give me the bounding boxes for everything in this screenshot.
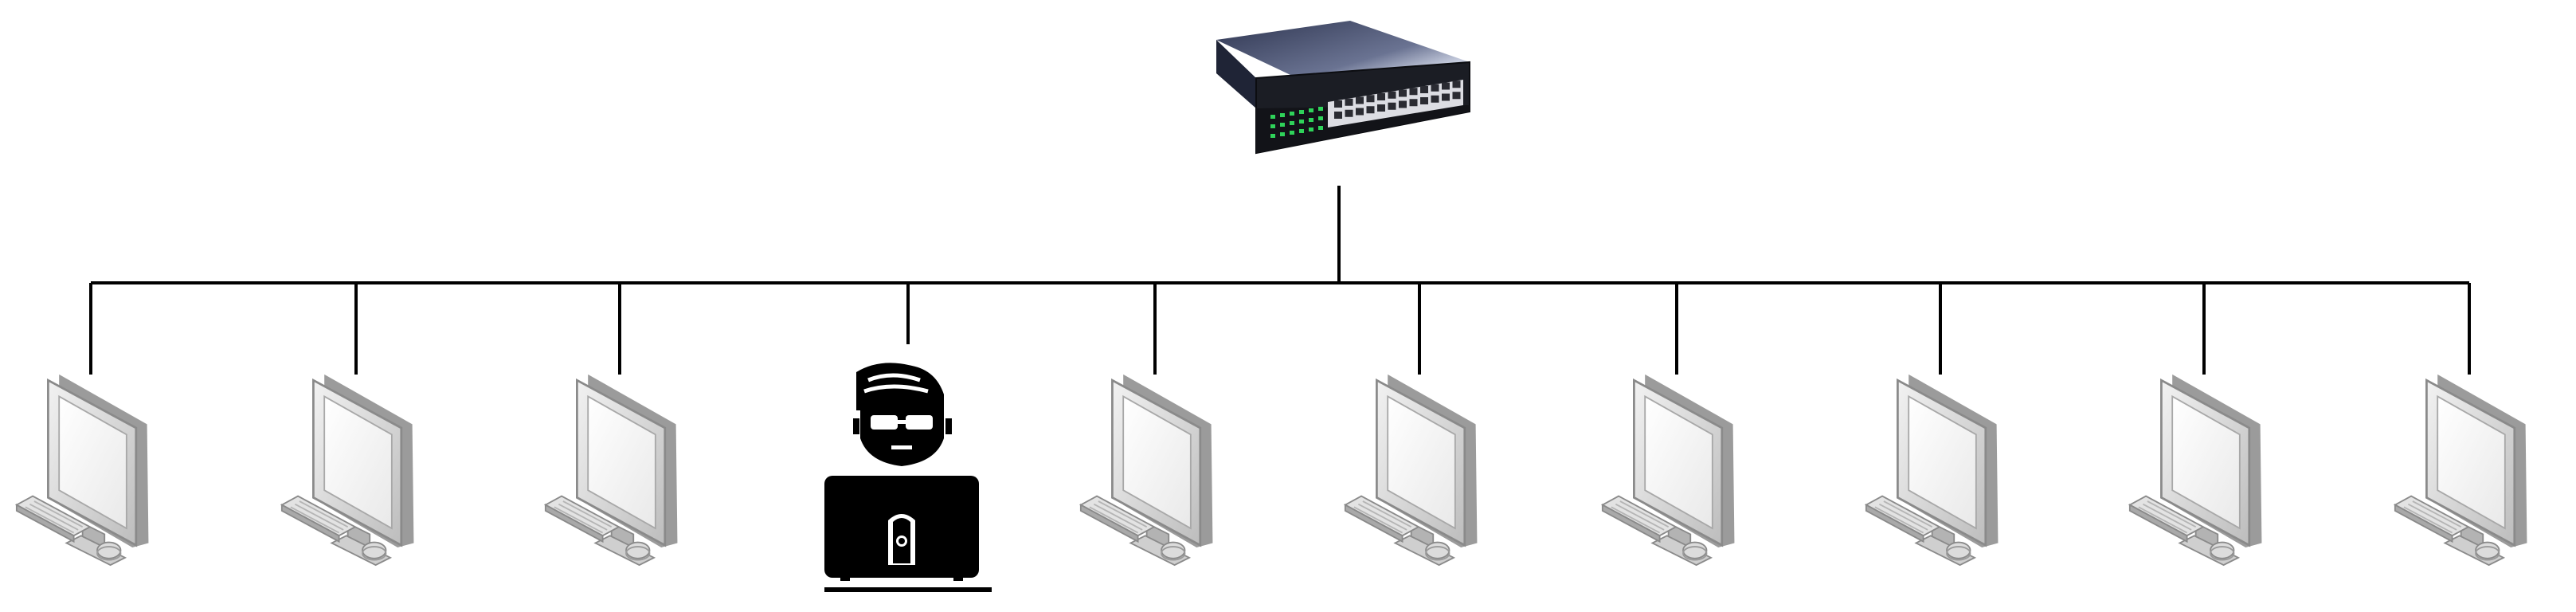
desktop-computer-icon [544,373,679,567]
bus-wiring [91,186,2469,284]
desktop-computer-icon [1865,373,1999,567]
node-drop-lines [89,283,2471,375]
desktop-computer-icon [1079,373,1214,567]
network-switch-icon [1216,21,1470,155]
desktop-computer-icon [1601,373,1736,567]
network-nodes [15,363,2528,592]
desktop-computer-icon [2394,373,2528,567]
desktop-computer-icon [15,373,150,567]
desktop-computer-icon [280,373,415,567]
desktop-computer-icon [1344,373,1478,567]
hacker-at-computer-icon [824,363,992,592]
desktop-computer-icon [2128,373,2263,567]
